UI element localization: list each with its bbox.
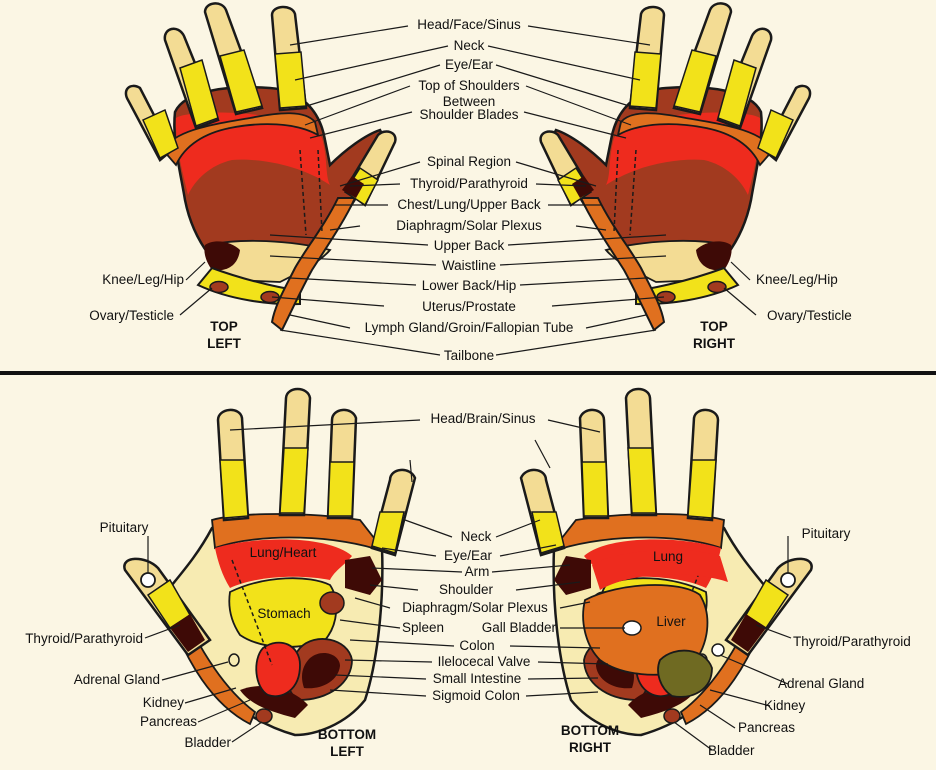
section-divider [0,371,936,375]
bottom-leader-lines [144,419,792,751]
label-neck-bottom: Neck [460,529,492,544]
label-liver: Liver [656,614,686,629]
label-diaphragm-solar-plexus-bottom: Diaphragm/Solar Plexus [402,600,548,615]
label-lung-heart: Lung/Heart [249,545,317,560]
pancreas-region-right [657,649,713,698]
label-arm: Arm [464,564,490,579]
top-leader-lines [179,25,757,356]
label-bladder-right: Bladder [708,743,755,758]
label-lymph-gland: Lymph Gland/Groin/Fallopian Tube [364,320,574,335]
label-chest-lung-upper-back: Chest/Lung/Upper Back [397,197,541,212]
label-uterus-prostate: Uterus/Prostate [422,299,516,314]
title-bottom-left-line1: BOTTOM [317,727,377,742]
label-colon: Colon [459,638,495,653]
title-bottom-right-line2: RIGHT [569,740,611,755]
label-small-intestine: Small Intestine [432,671,522,686]
label-upper-back: Upper Back [433,238,505,253]
label-head-face-sinus: Head/Face/Sinus [417,17,521,32]
label-tailbone: Tailbone [443,348,495,363]
label-stomach: Stomach [257,606,311,621]
title-top-left-line2: LEFT [207,336,241,351]
label-kidney-right: Kidney [764,698,806,713]
bottom-left-hand [123,387,417,737]
gall-bladder-spot [622,620,642,636]
label-shoulder-blades: Shoulder Blades [419,107,519,122]
label-pituitary-right: Pituitary [801,526,851,541]
title-top-left: TOP LEFT [207,318,241,352]
label-waistline: Waistline [441,258,497,273]
title-bottom-left: BOTTOM LEFT [318,726,376,760]
label-lung: Lung [652,549,684,564]
title-top-right-line1: TOP [700,319,728,334]
label-ovary-testicle-left: Ovary/Testicle [89,308,174,323]
adrenal-spot-right [711,643,725,657]
title-bottom-left-line2: LEFT [330,744,364,759]
label-pancreas-left: Pancreas [139,714,197,729]
label-spleen: Spleen [402,620,445,635]
label-kidney-left: Kidney [142,695,184,710]
label-bladder-left: Bladder [184,735,231,750]
label-ileocecal-valve: Ilelocecal Valve [437,654,531,669]
label-eye-ear-top: Eye/Ear [444,57,494,72]
label-adrenal-gland-right: Adrenal Gland [778,676,865,691]
title-top-left-line1: TOP [210,319,238,334]
title-bottom-right: BOTTOM RIGHT [561,722,619,756]
label-between: Between [442,94,496,109]
label-pancreas-right: Pancreas [738,720,796,735]
label-sigmoid-colon: Sigmoid Colon [432,688,520,703]
label-knee-leg-hip-left: Knee/Leg/Hip [102,272,184,287]
title-top-right: TOP RIGHT [693,318,735,352]
label-lower-back-hip: Lower Back/Hip [421,278,517,293]
label-neck-top: Neck [453,38,485,53]
label-eye-ear-bottom: Eye/Ear [443,548,493,563]
label-diaphragm-solar-plexus-top: Diaphragm/Solar Plexus [396,218,542,233]
label-thyroid-parathyroid-top: Thyroid/Parathyroid [410,176,528,191]
label-top-of-shoulders: Top of Shoulders [418,78,520,93]
label-knee-leg-hip-right: Knee/Leg/Hip [756,272,838,287]
label-gall-bladder: Gall Bladder [481,620,556,635]
label-ovary-testicle-right: Ovary/Testicle [767,308,852,323]
label-pituitary-left: Pituitary [99,520,149,535]
title-top-right-line2: RIGHT [693,336,735,351]
label-head-brain-sinus: Head/Brain/Sinus [430,411,536,426]
label-adrenal-gland-left: Adrenal Gland [73,672,160,687]
lung-region-right [592,549,728,590]
title-bottom-right-line1: BOTTOM [560,723,620,738]
label-spinal-region: Spinal Region [426,154,512,169]
label-thyroid-parathyroid-right: Thyroid/Parathyroid [793,634,911,649]
label-shoulder: Shoulder [438,582,494,597]
label-thyroid-parathyroid-left: Thyroid/Parathyroid [25,631,143,646]
